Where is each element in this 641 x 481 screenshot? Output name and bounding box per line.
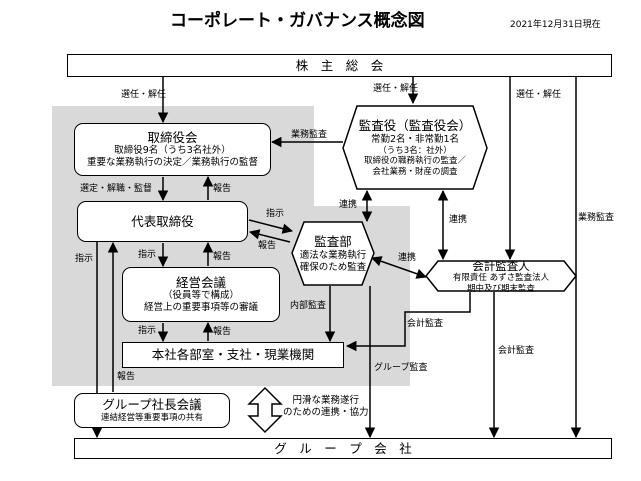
accounting-auditor-line-1: 有限責任 あずさ監査法人 (452, 273, 550, 284)
label-report-president: 報告 (258, 241, 277, 251)
label-group-audit: グループ監査 (374, 363, 428, 373)
label-accounting-audit-departments: 会計監査 (407, 319, 444, 329)
audit-dept-line-1: 適法な業務執行 (299, 249, 367, 261)
council-title: 経営会議 (175, 274, 226, 290)
group-companies-label: グ ル ー プ 会 社 (274, 440, 412, 456)
auditors-hexagon (342, 105, 488, 190)
accounting-auditor-line-2: 期中及び期末監査 (466, 283, 535, 294)
auditors-line-1: 常勤2名・非常勤1名 (370, 133, 460, 145)
arrow-instruct-audit (248, 219, 294, 234)
auditors-line-4: 会社業務・財産の調査 (372, 167, 458, 178)
board-box: 取締役会 取締役9名（うち3名社外） 重要な業務執行の決定／業務執行の監督 (74, 123, 271, 176)
group-presidents-title: グループ社長会議 (102, 397, 202, 413)
label-appoint-supervise: 選定・解職・監督 (80, 184, 153, 194)
accounting-auditor-text: 会計監査人 有限責任 あずさ監査法人 期中及び期末監査 (426, 258, 576, 294)
group-presidents-box: グループ社長会議 連結経営等重要事項の共有 (74, 393, 230, 428)
label-elect-dismiss-board: 選任・解任 (121, 90, 167, 100)
council-line-1: （役員等で構成） (162, 290, 239, 302)
label-accounting-audit-group: 会計監査 (498, 346, 535, 356)
label-smooth-cooperation: 円滑な業務遂行 のための連携・協力 (283, 395, 369, 419)
departments-label: 本社各部室・支社・現業機関 (151, 347, 315, 363)
label-instruct-council: 指示 (138, 250, 157, 260)
president-label: 代表取締役 (131, 213, 194, 229)
accounting-auditor-hexagon (425, 260, 577, 292)
label-instruct-group: 指示 (75, 254, 94, 264)
group-companies-box: グ ル ー プ 会 社 (74, 438, 612, 459)
as-of-date: 2021年12月31日現在 (510, 20, 601, 30)
council-line-2: 経営上の重要事項等の審議 (143, 302, 258, 314)
label-cooperate-auditors-accounting: 連携 (449, 215, 468, 225)
auditors-text: 監査役（監査役会） 常勤2名・非常勤1名 （うち3名：社外） 取締役の職務執行の… (343, 108, 487, 188)
label-report-board: 報告 (213, 184, 232, 194)
label-report-group: 報告 (117, 372, 136, 382)
president-box: 代表取締役 (77, 201, 248, 242)
group-presidents-line-1: 連結経営等重要事項の共有 (100, 413, 203, 423)
shareholders-label: 株 主 総 会 (295, 57, 384, 73)
up-down-arrow-icon (247, 386, 283, 434)
auditors-title: 監査役（監査役会） (358, 118, 472, 134)
label-internal-audit: 内部監査 (290, 301, 327, 311)
label-report-departments: 報告 (213, 327, 232, 337)
label-report-council: 報告 (213, 252, 232, 262)
audit-dept-text: 監査部 適法な業務執行 確保のため監査 (292, 224, 374, 284)
label-elect-dismiss-accounting: 選任・解任 (516, 90, 562, 100)
board-line-1: 取締役9名（うち3名社外） (114, 145, 231, 157)
page-title: コーポレート・ガバナンス概念図 (170, 11, 425, 31)
board-title: 取締役会 (147, 129, 198, 145)
label-instruct-president: 指示 (266, 209, 285, 219)
departments-box: 本社各部室・支社・現業機関 (122, 342, 344, 368)
label-business-audit-board: 業務監査 (291, 130, 328, 140)
audit-dept-line-2: 確保のため監査 (299, 261, 367, 273)
label-cooperate-auditors-audit: 連携 (339, 200, 358, 210)
accounting-auditor-title: 会計監査人 (472, 258, 530, 273)
label-cooperate-audit-accounting: 連携 (398, 253, 417, 263)
management-council-box: 経営会議 （役員等で構成） 経営上の重要事項等の審議 (122, 267, 280, 322)
label-elect-dismiss-auditors: 選任・解任 (373, 84, 419, 94)
arrow-report-president (248, 229, 291, 243)
audit-dept-hexagon (291, 221, 375, 286)
shareholders-box: 株 主 総 会 (67, 54, 612, 77)
label-business-audit-group: 業務監査 (578, 213, 615, 223)
board-line-2: 重要な業務執行の決定／業務執行の監督 (86, 157, 258, 169)
auditors-line-3: 取締役の職務執行の監査／ (363, 156, 466, 167)
label-instruct-departments: 指示 (138, 326, 157, 336)
auditors-line-2: （うち3名：社外） (378, 145, 452, 156)
audit-dept-title: 監査部 (314, 234, 352, 250)
arrow-accounting-audit-departments (345, 292, 471, 352)
arrow-cooperate-audit-accounting (371, 256, 427, 279)
